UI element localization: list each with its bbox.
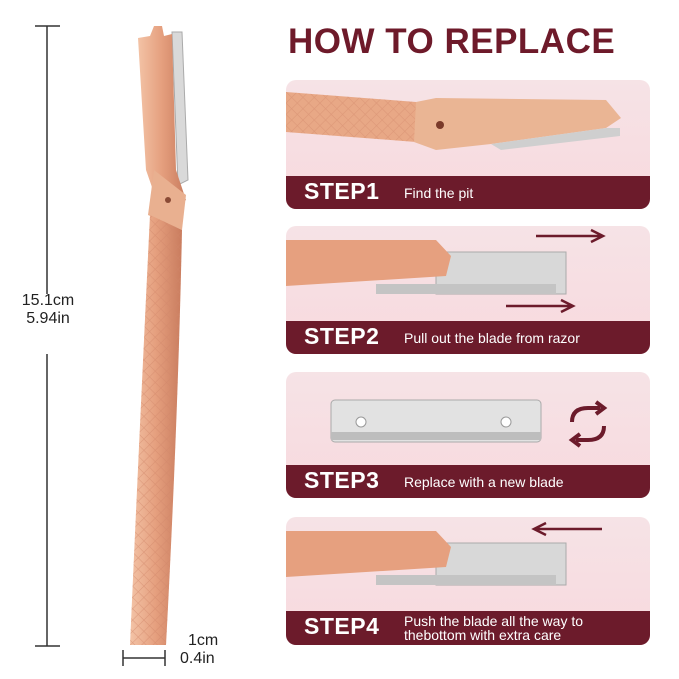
step4-text-line1: Push the blade all the way to [404,613,584,629]
step2-text: Pull out the blade from razor [404,330,580,346]
width-in: 0.4in [180,650,215,667]
width-dimension-line [122,650,166,666]
step4-text-line2: thebottom with extra care [404,627,562,643]
arrow-right-icon [506,298,576,314]
step3-card: STEP3 Replace with a new blade [286,372,650,498]
step1-text: Find the pit [404,185,474,201]
width-label: 1cm 0.4in [180,632,230,668]
width-cm: 1cm [188,632,219,649]
razor-image [130,26,189,645]
step1-bar: STEP1 Find the pit [286,176,650,209]
step1-label: STEP1 [304,178,380,204]
length-in: 5.94in [26,310,70,327]
step3-blade-image [330,399,608,448]
step2-card: STEP2 Pull out the blade from razor [286,226,650,354]
step3-label: STEP3 [304,467,380,493]
step4-label: STEP4 [304,613,380,639]
length-cm: 15.1cm [21,292,75,309]
length-dimension-line [35,25,60,647]
step2-razor-image [286,228,606,314]
step1-card: STEP1 Find the pit [286,80,650,209]
length-label: 15.1cm 5.94in [18,292,78,328]
step1-razor-image [286,92,621,150]
width-dimension [120,648,170,668]
arrow-right-icon [536,228,606,244]
step4-razor-image [286,521,602,586]
step3-bar: STEP3 Replace with a new blade [286,465,650,498]
step2-bar: STEP2 Pull out the blade from razor [286,321,650,354]
length-dimension [20,24,70,649]
step4-bar: STEP4 Push the blade all the way to theb… [286,611,650,645]
step4-card: STEP4 Push the blade all the way to theb… [286,517,650,645]
arrow-left-icon [531,521,602,537]
swap-cycle-icon [568,400,608,448]
step3-text: Replace with a new blade [404,474,564,490]
step2-label: STEP2 [304,323,380,349]
page-title: HOW TO REPLACE [288,22,616,61]
